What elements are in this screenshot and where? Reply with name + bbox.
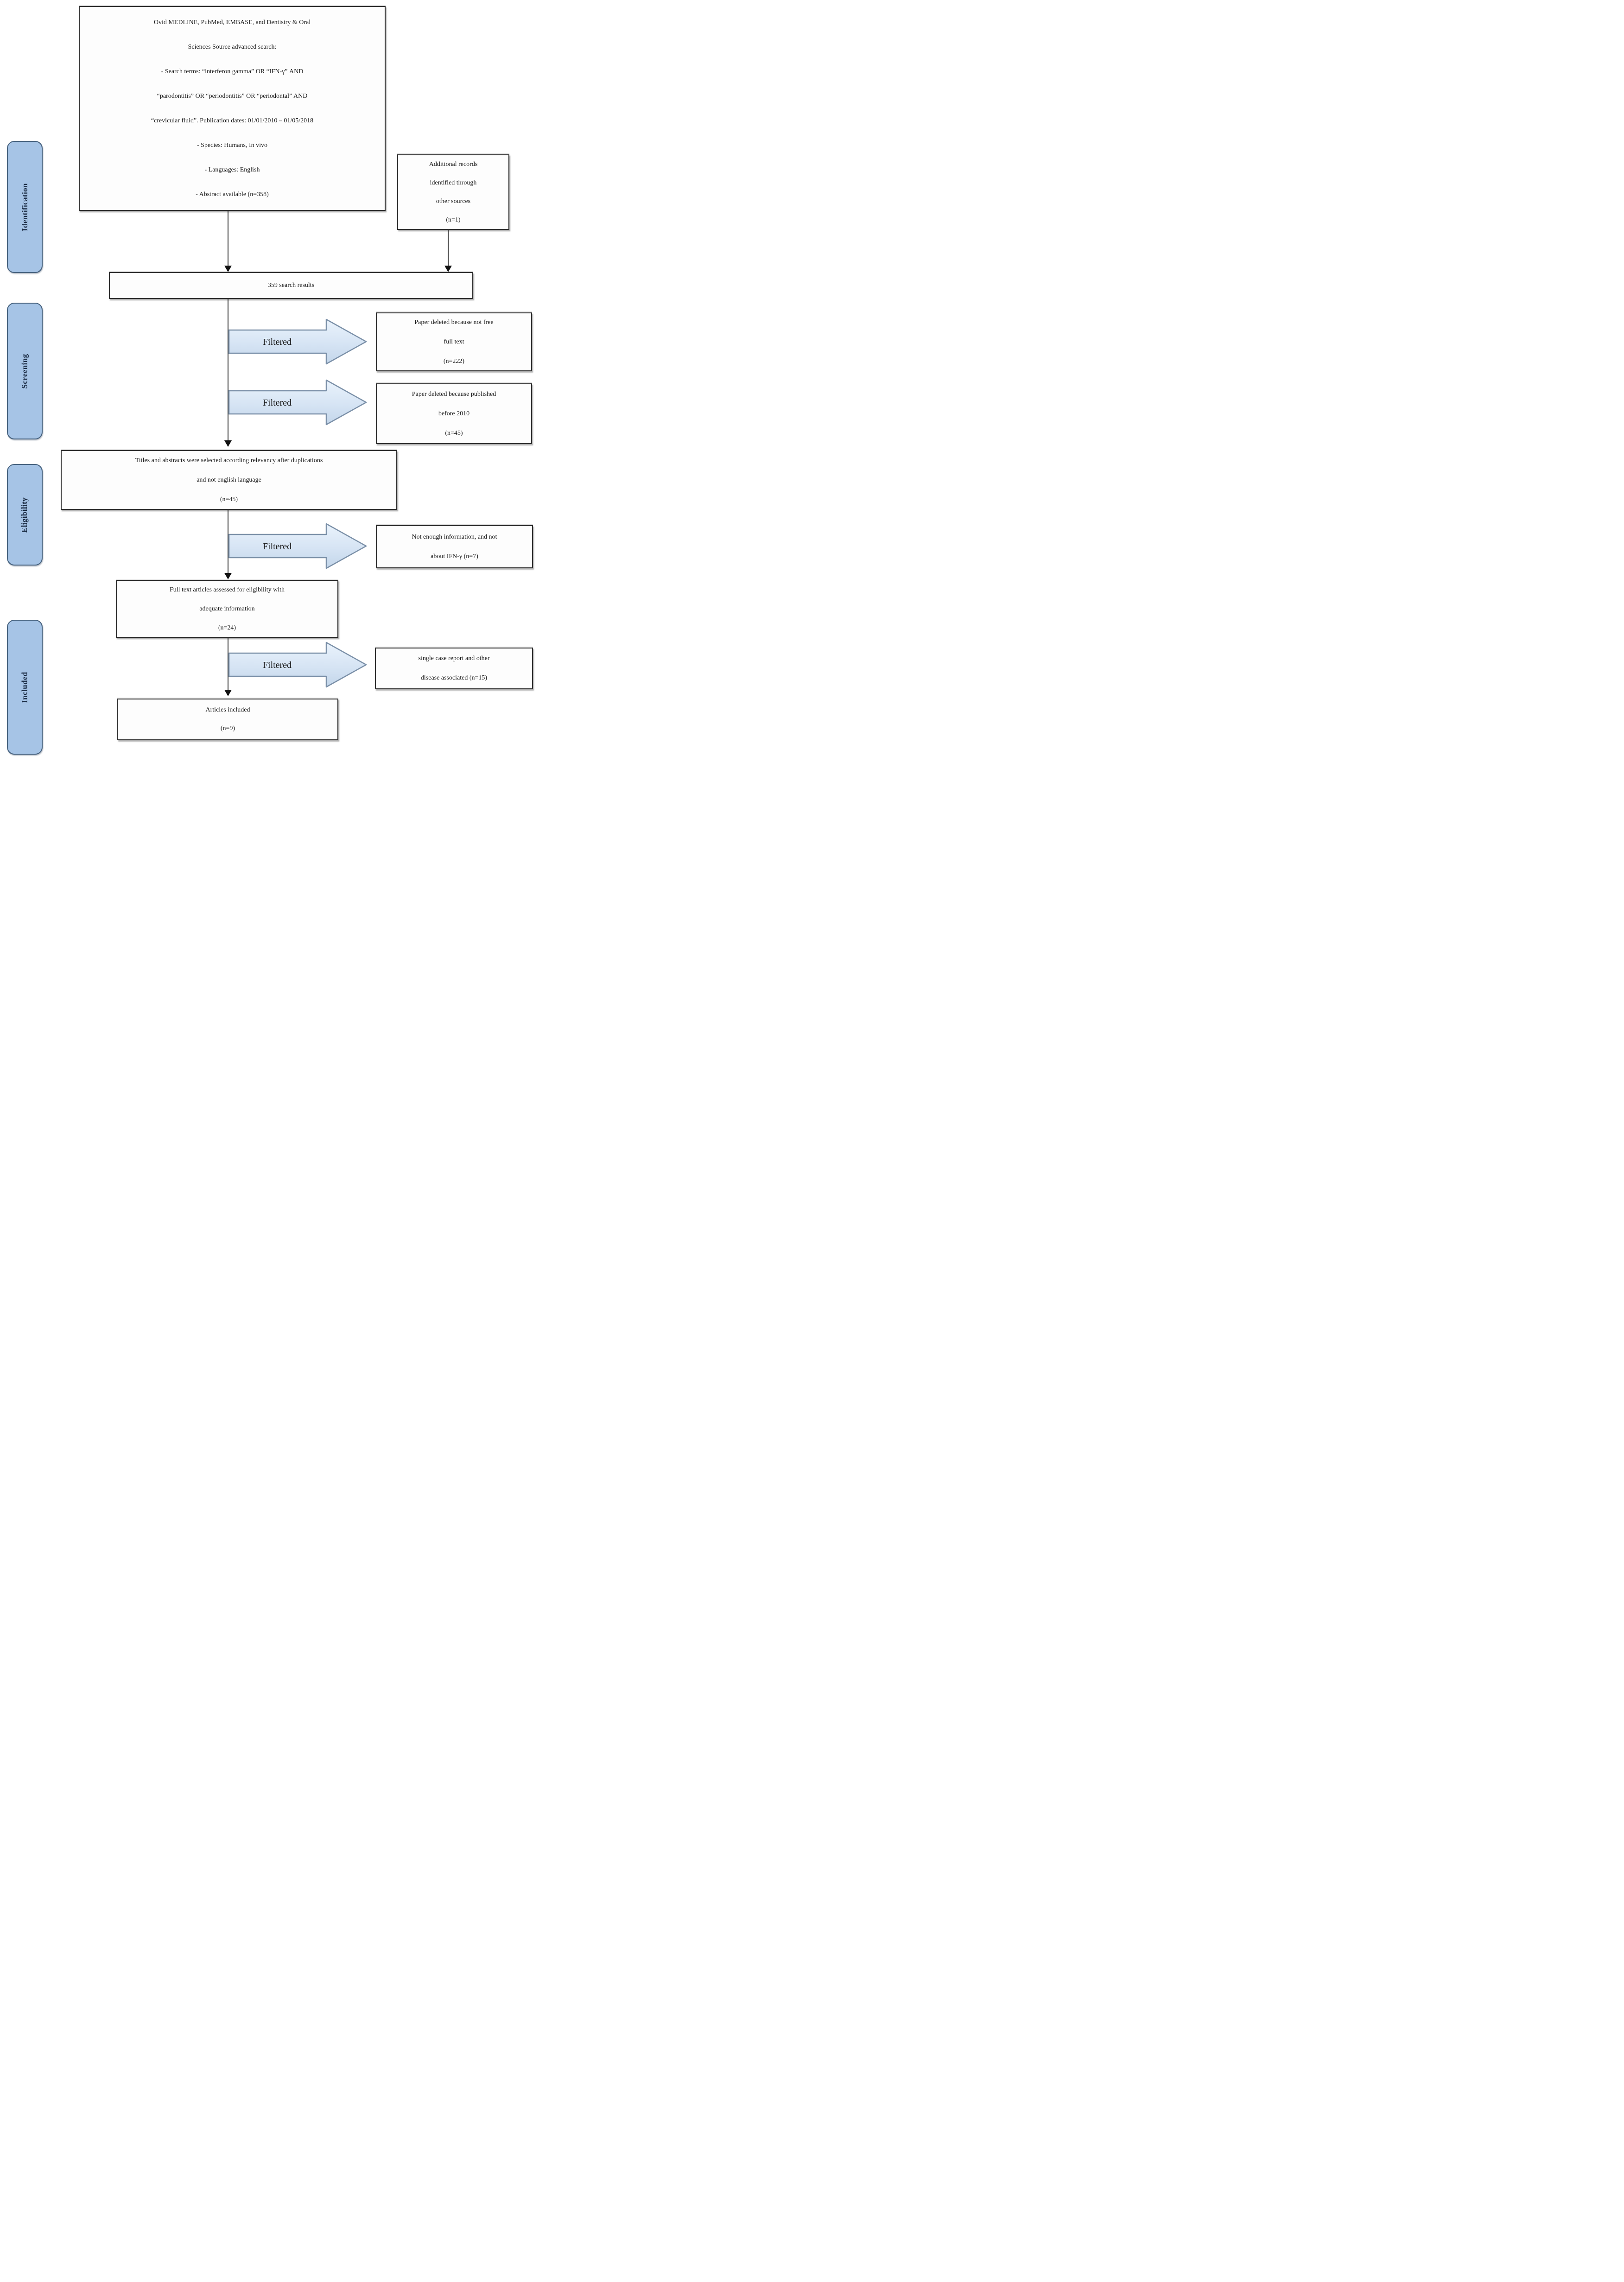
- search-strategy-line: Sciences Source advanced search:: [188, 44, 277, 51]
- arrowhead-down-icon: [224, 440, 232, 447]
- filtered-arrow-label: Filtered: [263, 660, 292, 670]
- filtered-arrow-eligibility: Filtered: [228, 523, 367, 569]
- full-text-assessed-line: Full text articles assessed for eligibil…: [169, 586, 285, 593]
- single-case-report-line: single case report and other: [418, 655, 490, 662]
- single-case-report-line: disease associated (n=15): [420, 674, 488, 681]
- arrowhead-down-icon: [224, 690, 232, 696]
- published-before-2010-line: (n=45): [445, 429, 463, 437]
- full-text-assessed-line: (n=24): [218, 624, 236, 631]
- additional-records-line: identified through: [430, 179, 477, 186]
- search-strategy-line: - Species: Humans, In vivo: [197, 142, 268, 149]
- stage-screening: Screening: [7, 303, 43, 439]
- additional-records-line: Additional records: [429, 160, 478, 168]
- published-before-2010-line: Paper deleted because published: [412, 390, 496, 398]
- search-strategy-line: Ovid MEDLINE, PubMed, EMBASE, and Dentis…: [153, 19, 311, 26]
- articles-included-line: (n=9): [220, 725, 235, 732]
- not-free-full-text-line: Paper deleted because not free: [414, 318, 494, 326]
- additional-records-line: (n=1): [446, 216, 461, 223]
- block-arrow-icon: [228, 318, 367, 365]
- not-free-full-text-line: (n=222): [443, 357, 465, 365]
- stage-included: Included: [7, 620, 43, 755]
- arrowhead-down-icon: [444, 266, 452, 272]
- stage-identification: Identification: [7, 141, 43, 273]
- full-text-assessed-line: adequate information: [199, 605, 255, 612]
- stage-eligibility-label: Eligibility: [20, 497, 29, 533]
- stage-screening-label: Screening: [20, 353, 29, 389]
- connector-additional-to-results: [448, 230, 449, 266]
- prisma-flowchart: Identification Screening Eligibility Inc…: [0, 0, 541, 761]
- filtered-arrow-included: Filtered: [228, 642, 367, 688]
- titles-abstracts-line: (n=45): [220, 496, 238, 503]
- search-strategy-line: “crevicular fluid”. Publication dates: 0…: [151, 117, 314, 124]
- box-not-free-full-text: Paper deleted because not free full text…: [376, 312, 532, 371]
- filtered-arrow-label: Filtered: [263, 398, 292, 408]
- stage-eligibility: Eligibility: [7, 464, 43, 566]
- box-additional-records: Additional records identified through ot…: [397, 154, 509, 230]
- articles-included-line: Articles included: [205, 706, 250, 713]
- search-results-text: 359 search results: [267, 282, 315, 289]
- box-search-results: 359 search results: [109, 272, 473, 299]
- published-before-2010-line: before 2010: [438, 410, 470, 417]
- box-articles-included: Articles included (n=9): [117, 699, 338, 740]
- box-published-before-2010: Paper deleted because published before 2…: [376, 383, 532, 444]
- block-arrow-icon: [228, 379, 367, 426]
- additional-records-line: other sources: [436, 197, 471, 205]
- not-enough-information-line: Not enough information, and not: [412, 533, 497, 540]
- filtered-arrow-screening-1: Filtered: [228, 318, 367, 365]
- filtered-arrow-label: Filtered: [263, 337, 292, 347]
- arrowhead-down-icon: [224, 573, 232, 579]
- filtered-arrow-screening-2: Filtered: [228, 379, 367, 426]
- box-full-text-assessed: Full text articles assessed for eligibil…: [116, 580, 338, 638]
- arrowhead-down-icon: [224, 266, 232, 272]
- box-single-case-report: single case report and other disease ass…: [375, 648, 533, 689]
- search-strategy-line: “parodontitis” OR “periodontitis” OR “pe…: [157, 93, 308, 100]
- titles-abstracts-line: and not english language: [197, 476, 261, 483]
- search-strategy-line: - Abstract available (n=358): [196, 191, 269, 198]
- titles-abstracts-line: Titles and abstracts were selected accor…: [135, 457, 323, 464]
- box-titles-abstracts: Titles and abstracts were selected accor…: [61, 450, 397, 510]
- stage-included-label: Included: [20, 671, 29, 703]
- block-arrow-icon: [228, 523, 367, 569]
- search-strategy-line: - Search terms: “interferon gamma” OR “I…: [161, 68, 304, 75]
- filtered-arrow-label: Filtered: [263, 541, 292, 552]
- not-free-full-text-line: full text: [444, 338, 464, 345]
- box-search-strategy: Ovid MEDLINE, PubMed, EMBASE, and Dentis…: [79, 6, 386, 211]
- box-not-enough-information: Not enough information, and not about IF…: [376, 525, 533, 568]
- search-strategy-line: - Languages: English: [204, 166, 260, 173]
- stage-identification-label: Identification: [20, 183, 29, 231]
- not-enough-information-line: about IFN-γ (n=7): [431, 553, 478, 560]
- block-arrow-icon: [228, 642, 367, 688]
